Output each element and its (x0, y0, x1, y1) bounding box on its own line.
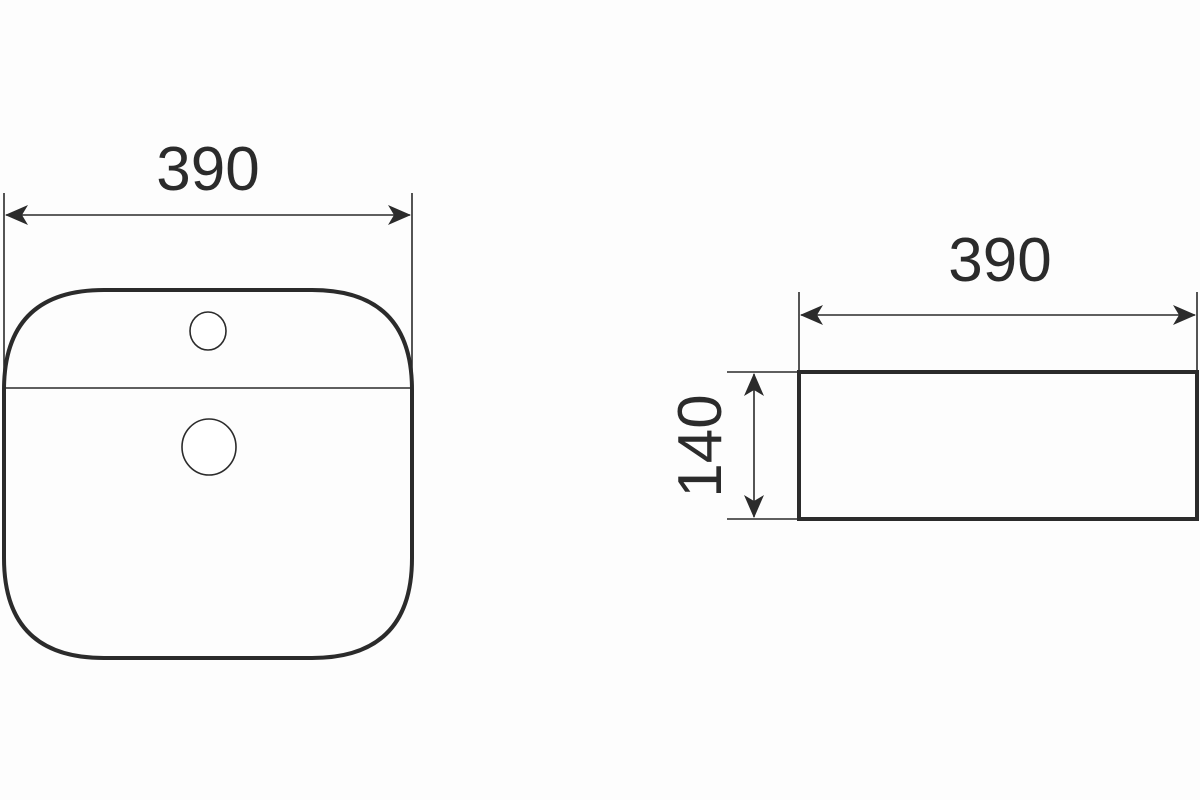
side-view: 390 140 (666, 226, 1199, 521)
side-view-height-label: 140 (666, 394, 735, 497)
tap-hole (189, 311, 227, 351)
side-view-width-right-arrow (1173, 305, 1196, 325)
top-view-width-label: 390 (156, 135, 259, 204)
side-view-height-bottom-arrow (744, 495, 764, 518)
top-view: 390 (2, 135, 414, 660)
drain-hole (181, 418, 237, 476)
top-view-width-right-arrow (388, 205, 411, 225)
basin-side-outline (797, 370, 1199, 521)
side-view-width-left-arrow (800, 305, 823, 325)
side-view-width-label: 390 (948, 226, 1051, 295)
top-view-width-left-arrow (5, 205, 28, 225)
basin-top-outline (2, 288, 414, 660)
side-view-height-top-arrow (744, 373, 764, 396)
